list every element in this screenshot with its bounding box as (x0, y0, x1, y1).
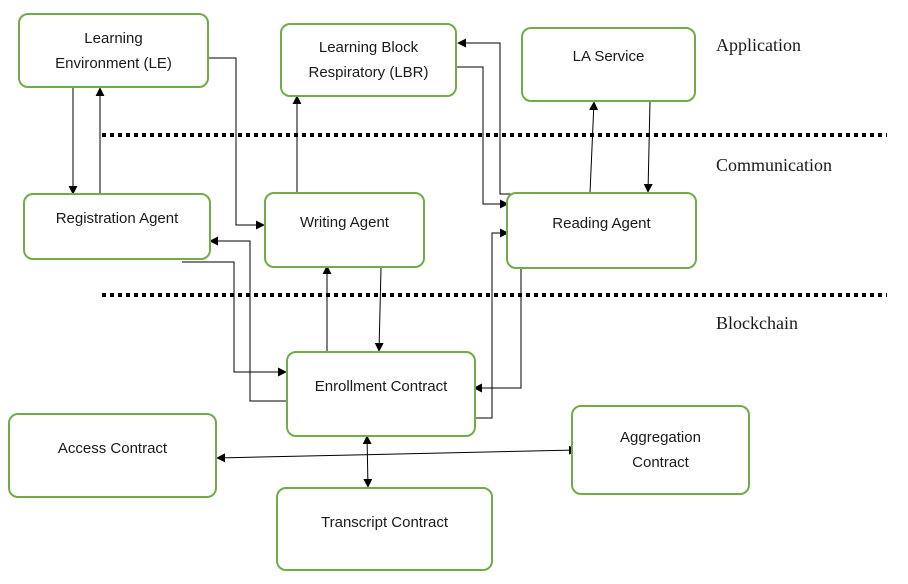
arrow-enrollment-transcript (362, 435, 373, 488)
arrow-registration-to-enrollment (182, 261, 287, 377)
access-contract-box: Access Contract (8, 413, 217, 498)
arrow-le-to-writing (208, 57, 265, 230)
access-contract-label: Access Contract (57, 440, 168, 457)
writing-agent-box: Writing Agent (264, 192, 425, 268)
reading-agent-box: Reading Agent (506, 192, 697, 269)
la-service-box: LA Service (521, 27, 696, 102)
arrow-reading-to-enrollment (473, 267, 572, 393)
learning-block-respiratory-label: Learning Block Respiratory (LBR) (308, 39, 429, 81)
learning-block-respiratory-box: Learning Block Respiratory (LBR) (280, 23, 457, 97)
registration-agent-label: Registration Agent (55, 210, 179, 227)
arrow-access-aggregation (216, 445, 578, 463)
enrollment-contract-box: Enrollment Contract (286, 351, 476, 437)
aggregation-contract-label: Aggregation Contract (620, 429, 701, 471)
layer-label-blockchain: Blockchain (716, 313, 798, 333)
layer-label-communication: Communication (716, 155, 832, 175)
arrow-enrollment-to-registration (209, 236, 288, 402)
transcript-contract-box: Transcript Contract (276, 487, 493, 571)
aggregation-contract-box: Aggregation Contract (571, 405, 750, 495)
learning-environment-box: Learning Environment (LE) (18, 13, 209, 88)
layer-label-application: Application (716, 35, 801, 55)
enrollment-contract-label: Enrollment Contract (314, 378, 448, 395)
la-service-label: LA Service (572, 48, 645, 65)
writing-agent-label: Writing Agent (300, 214, 389, 231)
arrow-lbr-to-reading (456, 66, 509, 209)
arrow-writing-to-enrollment (374, 267, 384, 352)
transcript-contract-label: Transcript Contract (321, 514, 448, 531)
arrow-reading-to-la (589, 101, 599, 194)
arrow-enrollment-to-reading (475, 228, 509, 419)
learning-environment-label: Learning Environment (LE) (55, 29, 172, 72)
registration-agent-box: Registration Agent (23, 193, 211, 260)
reading-agent-label: Reading Agent (552, 215, 651, 232)
arrow-la-to-reading (643, 100, 653, 193)
